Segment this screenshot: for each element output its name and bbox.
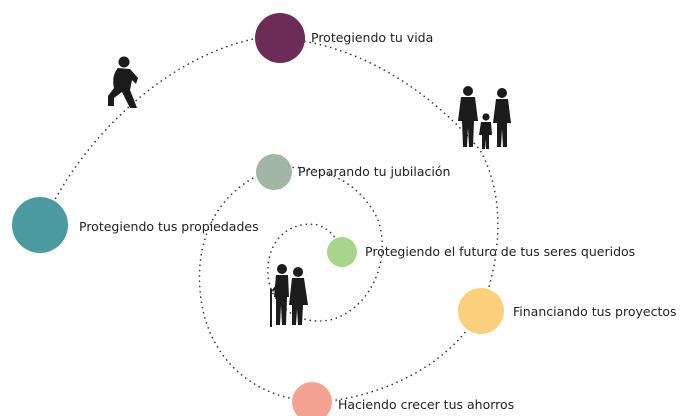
crouching-person-icon — [108, 56, 138, 108]
node-vida-circle[interactable] — [255, 13, 305, 63]
node-vida-label: Protegiendo tu vida — [311, 30, 433, 45]
node-futuro-circle[interactable] — [327, 237, 357, 267]
node-proyectos-label: Financiando tus proyectos — [513, 304, 677, 319]
node-jubilacion-circle[interactable] — [256, 154, 292, 190]
node-propiedades-label: Protegiendo tus propiedades — [79, 219, 259, 234]
node-proyectos-circle[interactable] — [458, 288, 504, 334]
elderly-couple-icon — [270, 264, 308, 327]
node-ahorros-label: Haciendo crecer tus ahorros — [338, 397, 514, 412]
node-futuro-label: Protegiendo el futuro de tus seres queri… — [365, 244, 635, 259]
family-icon — [458, 86, 511, 149]
node-ahorros-circle[interactable] — [292, 382, 332, 416]
node-jubilacion-label: Preparando tu jubilación — [298, 164, 450, 179]
node-propiedades-circle[interactable] — [12, 197, 68, 253]
